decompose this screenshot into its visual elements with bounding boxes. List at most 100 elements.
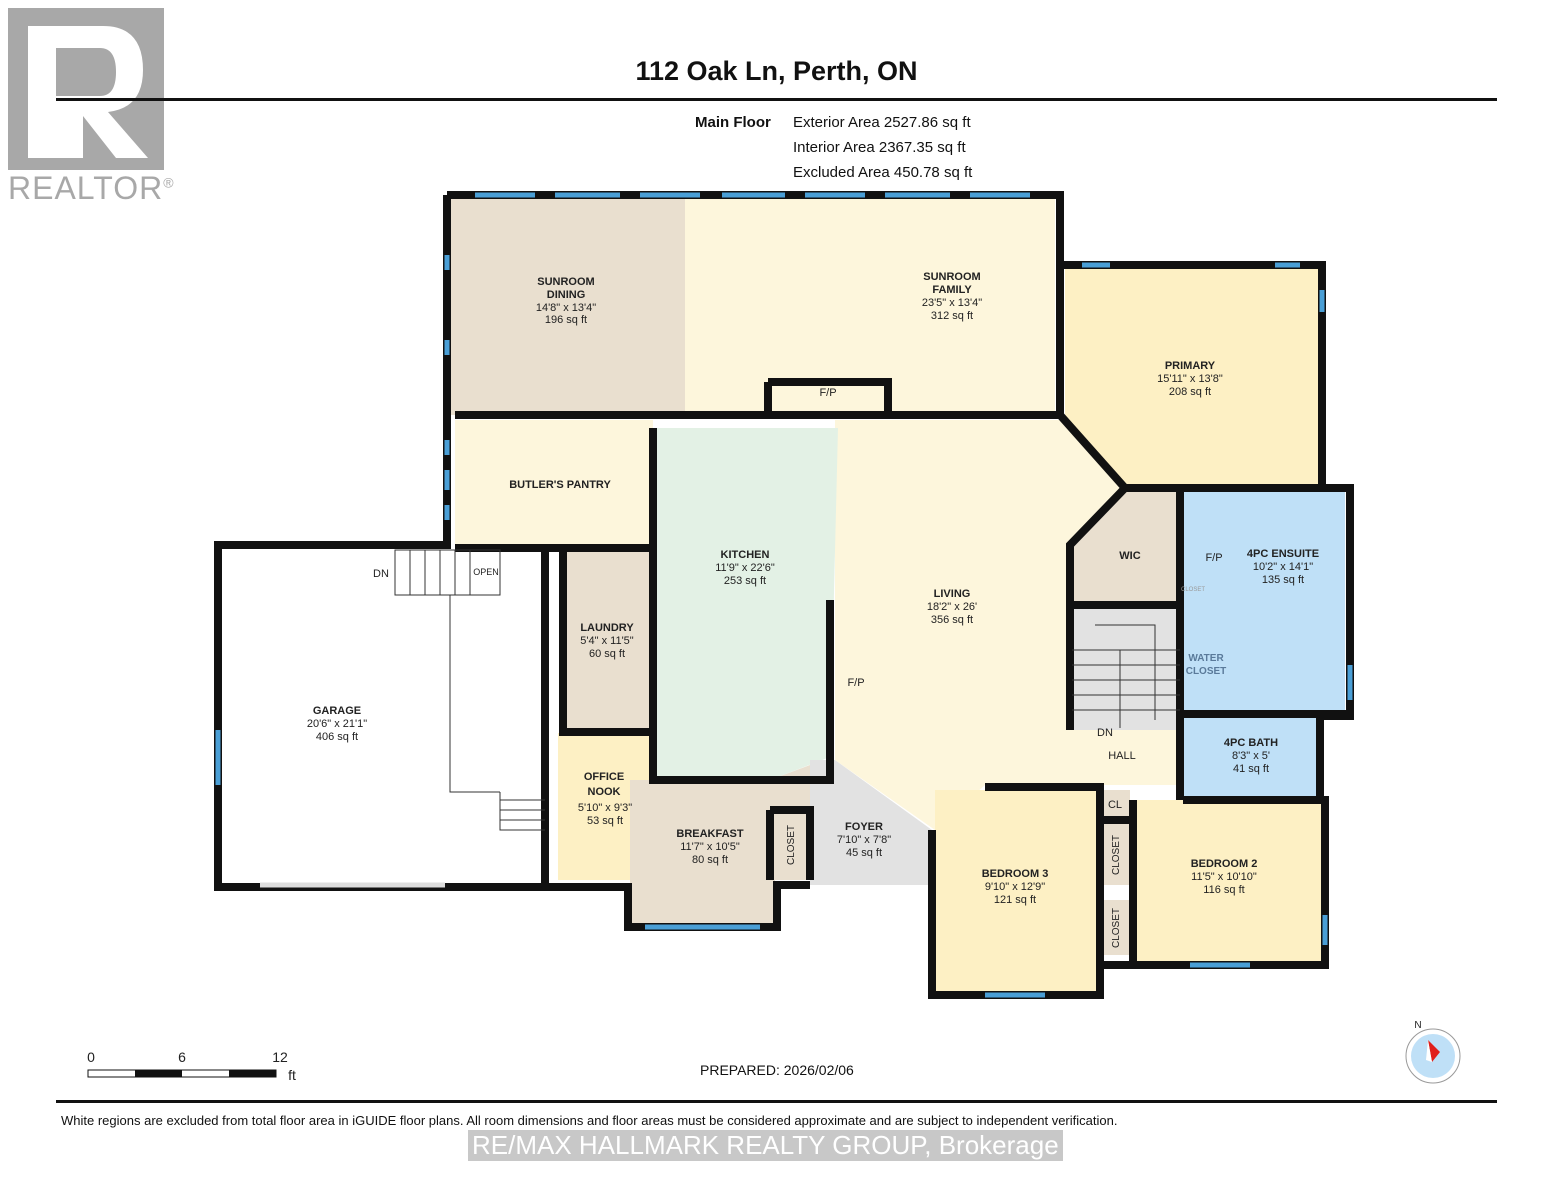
scale-tick-6: 6 (178, 1049, 186, 1065)
living-dims: 18'2" x 26' (927, 601, 977, 613)
room-ensuite (1182, 490, 1345, 712)
windows (215, 192, 1353, 998)
laundry-area: 60 sq ft (589, 648, 625, 660)
office-nook-area: 53 sq ft (587, 815, 623, 827)
ensuite-fp-label: F/P (1205, 552, 1222, 564)
breakfast-area: 80 sq ft (692, 854, 728, 866)
primary-name: PRIMARY (1165, 360, 1216, 372)
ensuite-name: 4PC ENSUITE (1247, 548, 1319, 560)
small-closet-label: CLOSET (1181, 587, 1205, 593)
open-label: OPEN (473, 567, 499, 577)
ensuite-area: 135 sq ft (1262, 574, 1304, 586)
compass-north-label: N (1414, 1020, 1421, 1031)
bedroom3-name: BEDROOM 3 (982, 868, 1049, 880)
room-laundry (565, 550, 653, 730)
kitchen-name: KITCHEN (721, 549, 770, 561)
bath-dims: 8'3" x 5' (1232, 750, 1270, 762)
sunroom-family-dims: 23'5" x 13'4" (922, 297, 982, 309)
bedroom2-dims: 11'5" x 10'10" (1191, 871, 1257, 883)
foyer-closet-label: CLOSET (786, 825, 797, 865)
sunroom-dining-name2: DINING (547, 289, 586, 301)
bedroom3-dims: 9'10" x 12'9" (985, 881, 1045, 893)
room-bedroom3 (935, 790, 1100, 995)
water-closet-name: WATER (1188, 653, 1224, 664)
garage-area: 406 sq ft (316, 731, 358, 743)
garage-stairs (394, 549, 1180, 831)
scale-bar (87, 1069, 277, 1078)
bath-name: 4PC BATH (1224, 737, 1278, 749)
breakfast-dims: 11'7" x 10'5" (680, 841, 740, 853)
bedroom2-area: 116 sq ft (1203, 884, 1244, 896)
room-primary (1065, 266, 1320, 488)
room-living (835, 420, 1180, 830)
garage-dims: 20'6" x 21'1" (307, 718, 367, 730)
closet-cl (1100, 790, 1130, 818)
sunroom-family-name2: FAMILY (932, 284, 972, 296)
ensuite-dims: 10'2" x 14'1" (1253, 561, 1313, 573)
office-nook-dims: 5'10" x 9'3" (578, 802, 632, 814)
area-summary: Main Floor Exterior Area 2527.86 sq ft I… (695, 110, 972, 185)
bath-area: 41 sq ft (1233, 763, 1269, 775)
closet-1-label: CLOSET (1111, 835, 1122, 875)
living-name: LIVING (934, 588, 971, 600)
kitchen-dims: 11'9" x 22'6" (715, 562, 775, 574)
bedroom2-name: BEDROOM 2 (1191, 858, 1258, 870)
room-sunroom-dining (450, 197, 685, 415)
closet-1 (1100, 822, 1130, 885)
sunroom-dining-name: SUNROOM (537, 276, 594, 288)
logo-text: REALTOR (8, 170, 164, 206)
floor-label: Main Floor (695, 114, 771, 131)
garage-name: GARAGE (313, 705, 361, 717)
laundry-name: LAUNDRY (580, 622, 634, 634)
brokerage-watermark: RE/MAX HALLMARK REALTY GROUP, Brokerage (468, 1130, 1063, 1161)
water-closet-name2: CLOSET (1186, 666, 1227, 677)
closet-2-label: CLOSET (1111, 908, 1122, 948)
garage-dn-label: DN (373, 568, 389, 580)
room-kitchen (655, 428, 838, 780)
foyer-area: 45 sq ft (846, 847, 882, 859)
breakfast-name: BREAKFAST (676, 828, 744, 840)
laundry-dims: 5'4" x 11'5" (580, 635, 633, 647)
compass-icon (1405, 1028, 1461, 1084)
room-garage (218, 545, 545, 887)
interior-area: Interior Area 2367.35 sq ft (793, 139, 966, 156)
page-title: 112 Oak Ln, Perth, ON (635, 56, 918, 86)
room-breakfast-body (630, 780, 775, 923)
office-nook-name: OFFICE (584, 771, 624, 783)
room-butlers-pantry (455, 420, 653, 548)
wic-name: WIC (1119, 550, 1140, 562)
room-bath (1183, 716, 1320, 798)
bedroom3-area: 121 sq ft (994, 894, 1036, 906)
sunroom-family-area: 312 sq ft (931, 310, 973, 322)
primary-dims: 15'11" x 13'8" (1157, 373, 1223, 385)
office-nook-name2: NOOK (588, 786, 621, 798)
realtor-logo (8, 8, 164, 175)
room-foyer (810, 760, 932, 885)
living-area: 356 sq ft (931, 614, 973, 626)
primary-area: 208 sq ft (1169, 386, 1211, 398)
cl-label: CL (1108, 799, 1122, 811)
closet-foyer (775, 810, 807, 880)
foyer-dims: 7'10" x 7'8" (837, 834, 891, 846)
scale-tick-0: 0 (87, 1049, 95, 1065)
exterior-area: Exterior Area 2527.86 sq ft (793, 114, 971, 131)
scale-unit: ft (288, 1067, 296, 1083)
kitchen-area: 253 sq ft (724, 575, 766, 587)
room-bedroom2 (1133, 800, 1323, 965)
hall-name: HALL (1108, 750, 1136, 762)
disclaimer: White regions are excluded from total fl… (61, 1113, 1118, 1128)
living-fireplace-label: F/P (847, 677, 864, 689)
excluded-area: Excluded Area 450.78 sq ft (793, 164, 973, 181)
sunroom-family-name: SUNROOM (923, 271, 980, 283)
scale-tick-12: 12 (272, 1049, 288, 1065)
fireplace-label: F/P (819, 387, 836, 399)
butlers-pantry-name: BUTLER'S PANTRY (509, 479, 611, 491)
sunroom-dining-dims: 14'8" x 13'4" (536, 302, 596, 314)
closet-2 (1100, 900, 1130, 955)
footer-divider (56, 1100, 1497, 1103)
prepared-date: PREPARED: 2026/02/06 (700, 1062, 854, 1078)
realtor-wordmark: REALTOR® (8, 170, 175, 207)
stairs-dn-label: DN (1097, 727, 1113, 739)
header-divider (56, 98, 1497, 101)
